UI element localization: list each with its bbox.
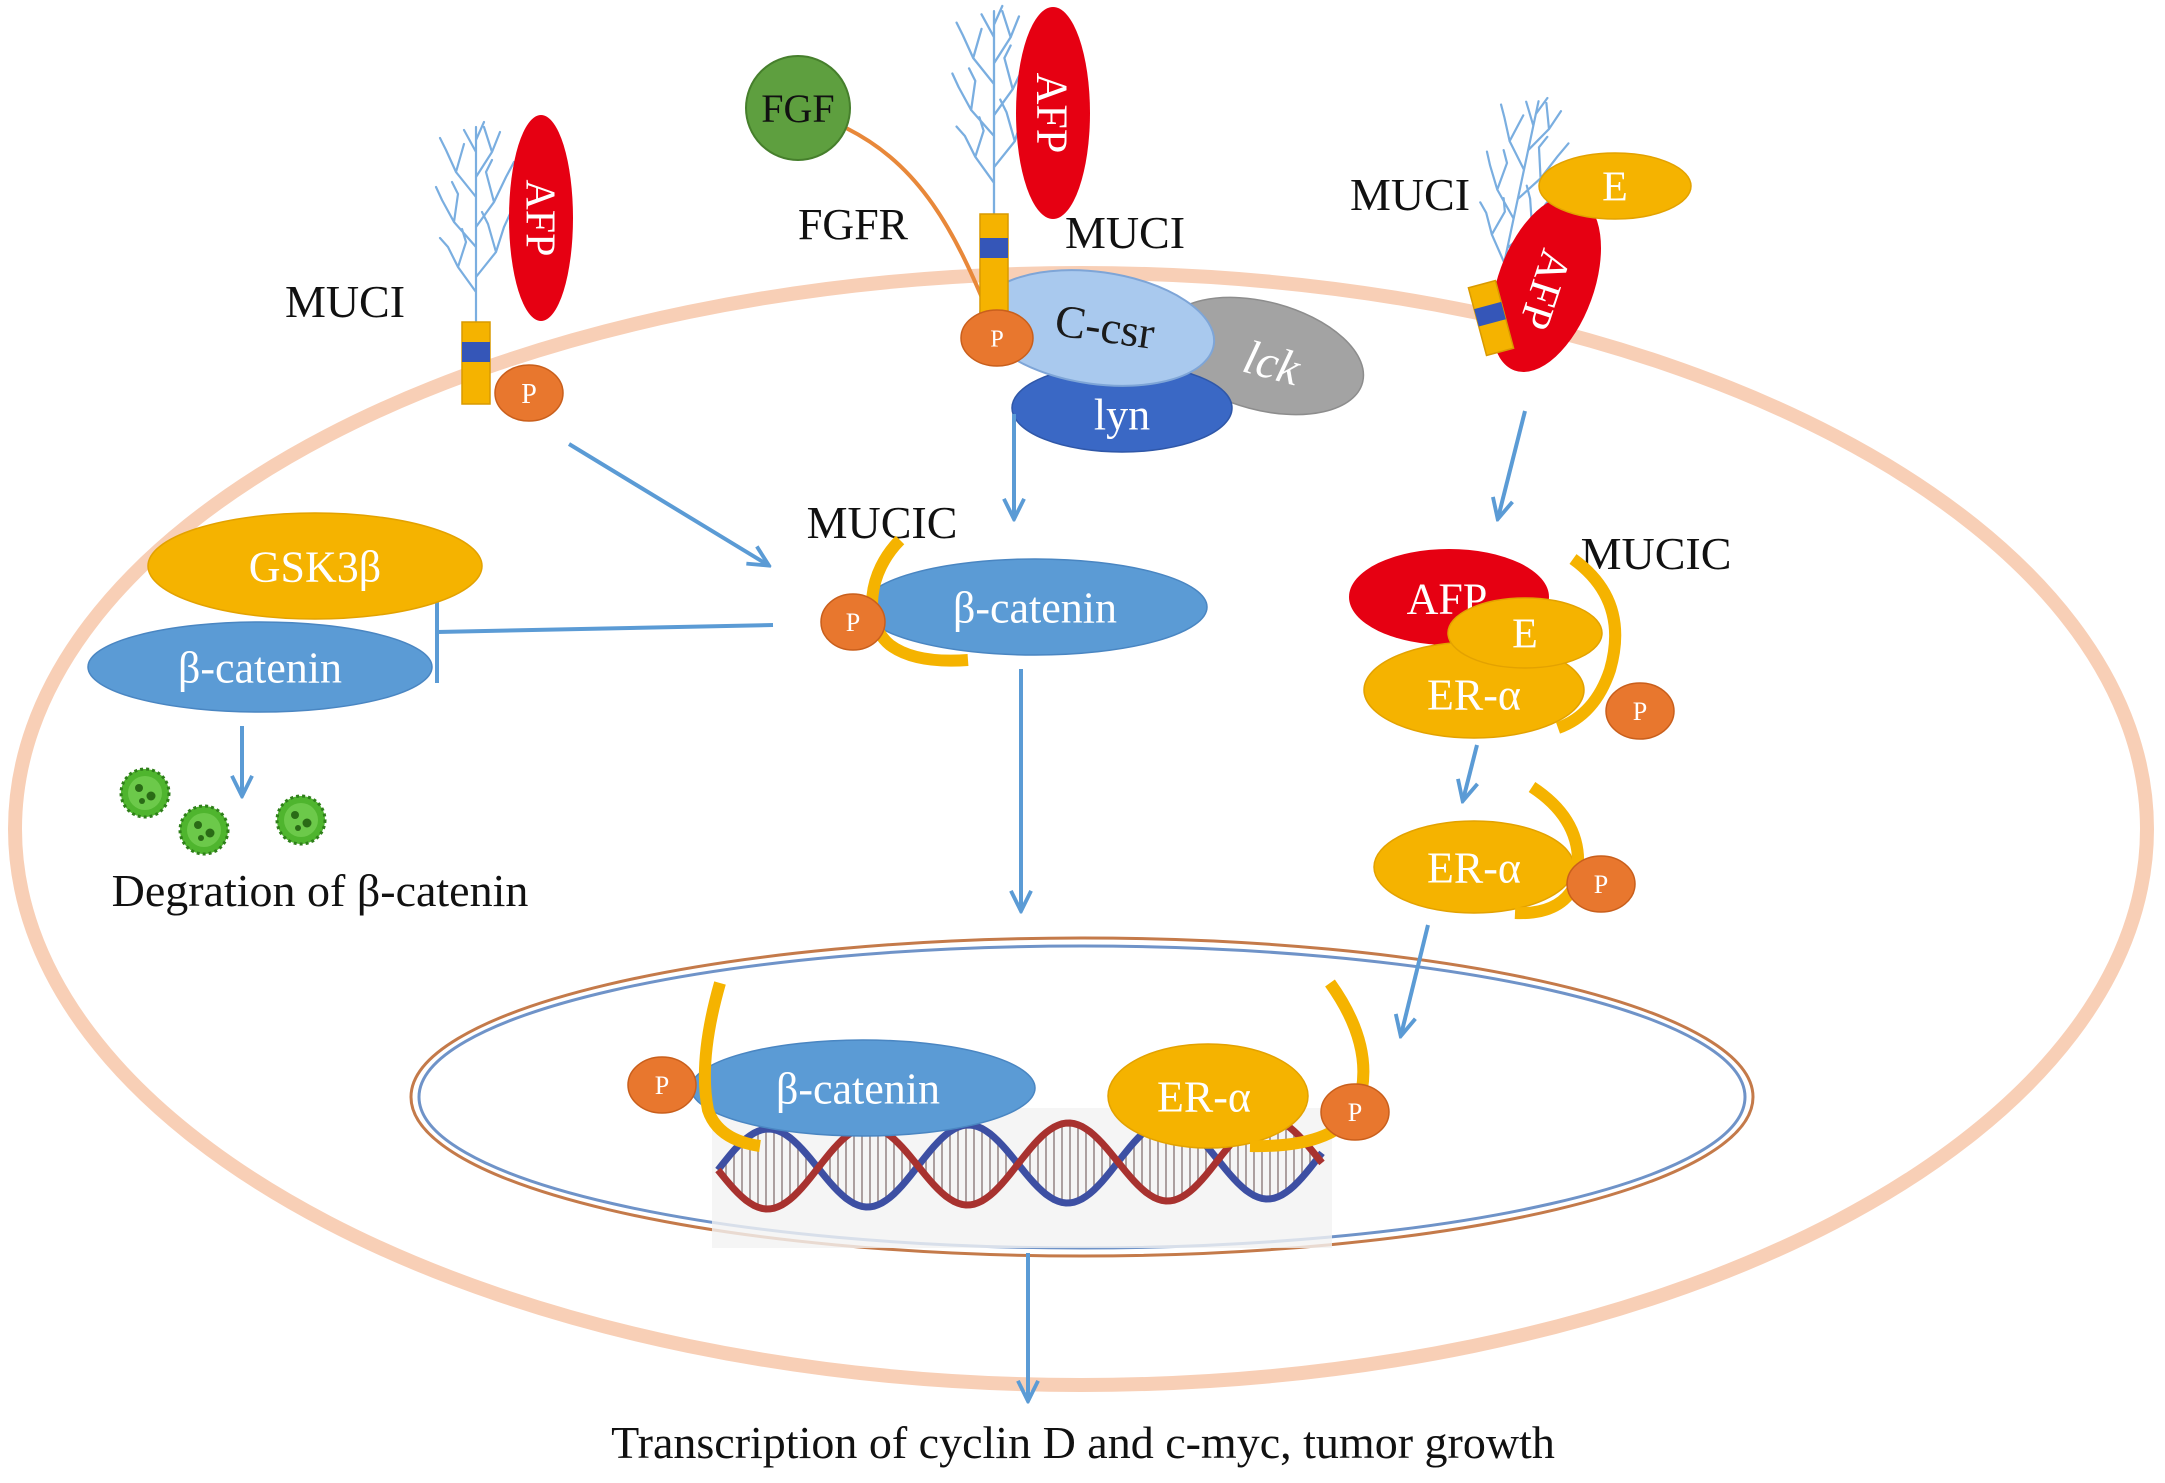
estrogen-cyto xyxy=(1447,597,1603,669)
dna-strand-red xyxy=(715,1115,1325,1213)
phospho-nucleus-left xyxy=(627,1056,697,1114)
estrogen-cyto-label: E xyxy=(1512,612,1538,658)
afp-left-label: AFP xyxy=(516,179,562,256)
fgf xyxy=(745,55,851,161)
gsk3b xyxy=(147,512,483,620)
beta-catenin-nucleus-label: β-catenin xyxy=(776,1064,940,1113)
er-alpha-nucleus xyxy=(1107,1043,1309,1149)
estrogen-top-label: E xyxy=(1602,165,1628,211)
er-alpha-complex-label: ER-α xyxy=(1427,670,1521,719)
arrow-left-to-center xyxy=(567,442,768,565)
muci-stalk-right xyxy=(1467,279,1515,357)
phospho-cyto-center-label: P xyxy=(846,608,860,637)
phospho-er-label: P xyxy=(1594,870,1608,899)
phospho-cyto-right xyxy=(1605,682,1675,740)
phospho-center-label: P xyxy=(990,326,1003,352)
mucic-tail-center xyxy=(866,535,969,667)
muci-center-label: MUCI xyxy=(1065,207,1185,258)
beta-catenin-center-label: β-catenin xyxy=(953,583,1117,632)
afp-left xyxy=(509,115,573,321)
beta-catenin-left-label: β-catenin xyxy=(178,643,342,692)
muci-stalk-center-band xyxy=(980,238,1008,258)
phospho-nucleus-right-label: P xyxy=(1348,1098,1362,1127)
proteasome-icon xyxy=(275,794,327,846)
nucleus-contents: β-catenin P ER-α P xyxy=(627,979,1390,1248)
er-alpha-nucleus-label: ER-α xyxy=(1157,1072,1251,1121)
phospho-left xyxy=(494,364,564,422)
estrogen-top xyxy=(1538,152,1692,220)
transcription-caption: Transcription of cyclin D and c-myc, tum… xyxy=(611,1417,1555,1468)
cytoplasm-center: MUCIC β-catenin P xyxy=(807,497,1208,667)
phospho-nucleus-right xyxy=(1320,1083,1390,1141)
muci-left-label: MUCI xyxy=(285,276,405,327)
phospho-center xyxy=(960,309,1034,367)
muci-stalk-left-band xyxy=(462,342,490,362)
degradation-caption: Degration of β-catenin xyxy=(112,865,529,916)
phospho-cyto-right-label: P xyxy=(1633,697,1647,726)
glycosylation-tree-left xyxy=(434,120,516,324)
phospho-cyto-center xyxy=(820,593,886,651)
er-alpha-free-label: ER-α xyxy=(1427,843,1521,892)
cytoplasm-left: GSK3β β-catenin Degration of β-catenin xyxy=(87,512,529,916)
membrane-center-complex: FGF FGFR AFP MUCI lck lyn C-csr P xyxy=(745,4,1365,453)
fgfr-label: FGFR xyxy=(798,200,909,249)
phospho-nucleus-left-label: P xyxy=(655,1071,669,1100)
membrane-right-complex: MUCI AFP E xyxy=(1350,86,1692,372)
lyn-label: lyn xyxy=(1094,390,1150,439)
arrow-right-to-mucic xyxy=(1498,410,1527,518)
nuclear-envelope-outer xyxy=(409,936,1755,1258)
phospho-er xyxy=(1566,855,1636,913)
cytoplasm-right: MUCIC AFP ER-α E P ER-α P xyxy=(1349,528,1732,920)
mucic-center-label: MUCIC xyxy=(807,497,958,548)
muci-stalk-left xyxy=(461,321,491,405)
muci-right-label: MUCI xyxy=(1350,169,1470,220)
proteasome-icon xyxy=(119,767,171,819)
phospho-left-label: P xyxy=(521,379,537,410)
beta-catenin-left xyxy=(87,621,433,713)
gsk3b-label: GSK3β xyxy=(249,542,381,591)
membrane-left-complex: AFP MUCI P xyxy=(285,115,573,422)
afp-center xyxy=(1016,7,1090,219)
fgfr-line xyxy=(845,126,994,323)
fgf-label: FGF xyxy=(761,86,834,131)
afp-center-label: AFP xyxy=(1028,73,1077,154)
inhibition-stem xyxy=(436,623,774,634)
muci-stalk-right-band xyxy=(1474,301,1506,327)
arrow-er-complex-down xyxy=(1463,744,1477,800)
inhibition-line xyxy=(435,573,774,683)
mucic-tail-nucleus-left xyxy=(698,981,761,1152)
muci-stalk-center xyxy=(979,213,1009,325)
afp-right-top xyxy=(1491,196,1601,372)
mucic-tail-right xyxy=(1555,554,1622,734)
proteasome-icon xyxy=(178,804,230,856)
arrows xyxy=(242,410,1527,1400)
arrow-er-to-nucleus xyxy=(1401,924,1430,1035)
mucic-right-label: MUCIC xyxy=(1581,528,1732,579)
